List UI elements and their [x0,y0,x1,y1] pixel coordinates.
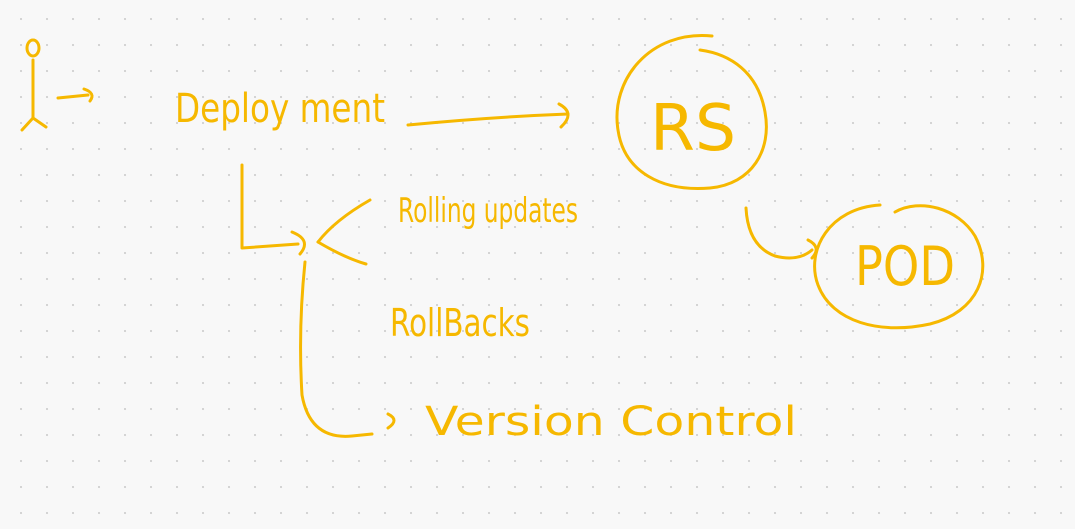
arrow-to-version-control [299,260,396,438]
deployment-feature-bracket [240,163,372,266]
deployment-label: Deploy ment [175,86,385,132]
rollbacks-label: RollBacks [390,301,530,345]
person-icon [20,38,48,132]
pod-label: POD [855,235,955,298]
version-control-label: Version Control [425,399,797,445]
replicaset-label: RS [650,92,736,166]
replicaset-node: RS [615,34,768,190]
arrow-deployment-to-rs [406,102,570,129]
arrow-user-to-deployment [56,87,94,103]
rolling-updates-label: Rolling updates [398,191,578,231]
arrow-rs-to-pod [744,206,818,260]
pod-node: POD [813,203,985,330]
